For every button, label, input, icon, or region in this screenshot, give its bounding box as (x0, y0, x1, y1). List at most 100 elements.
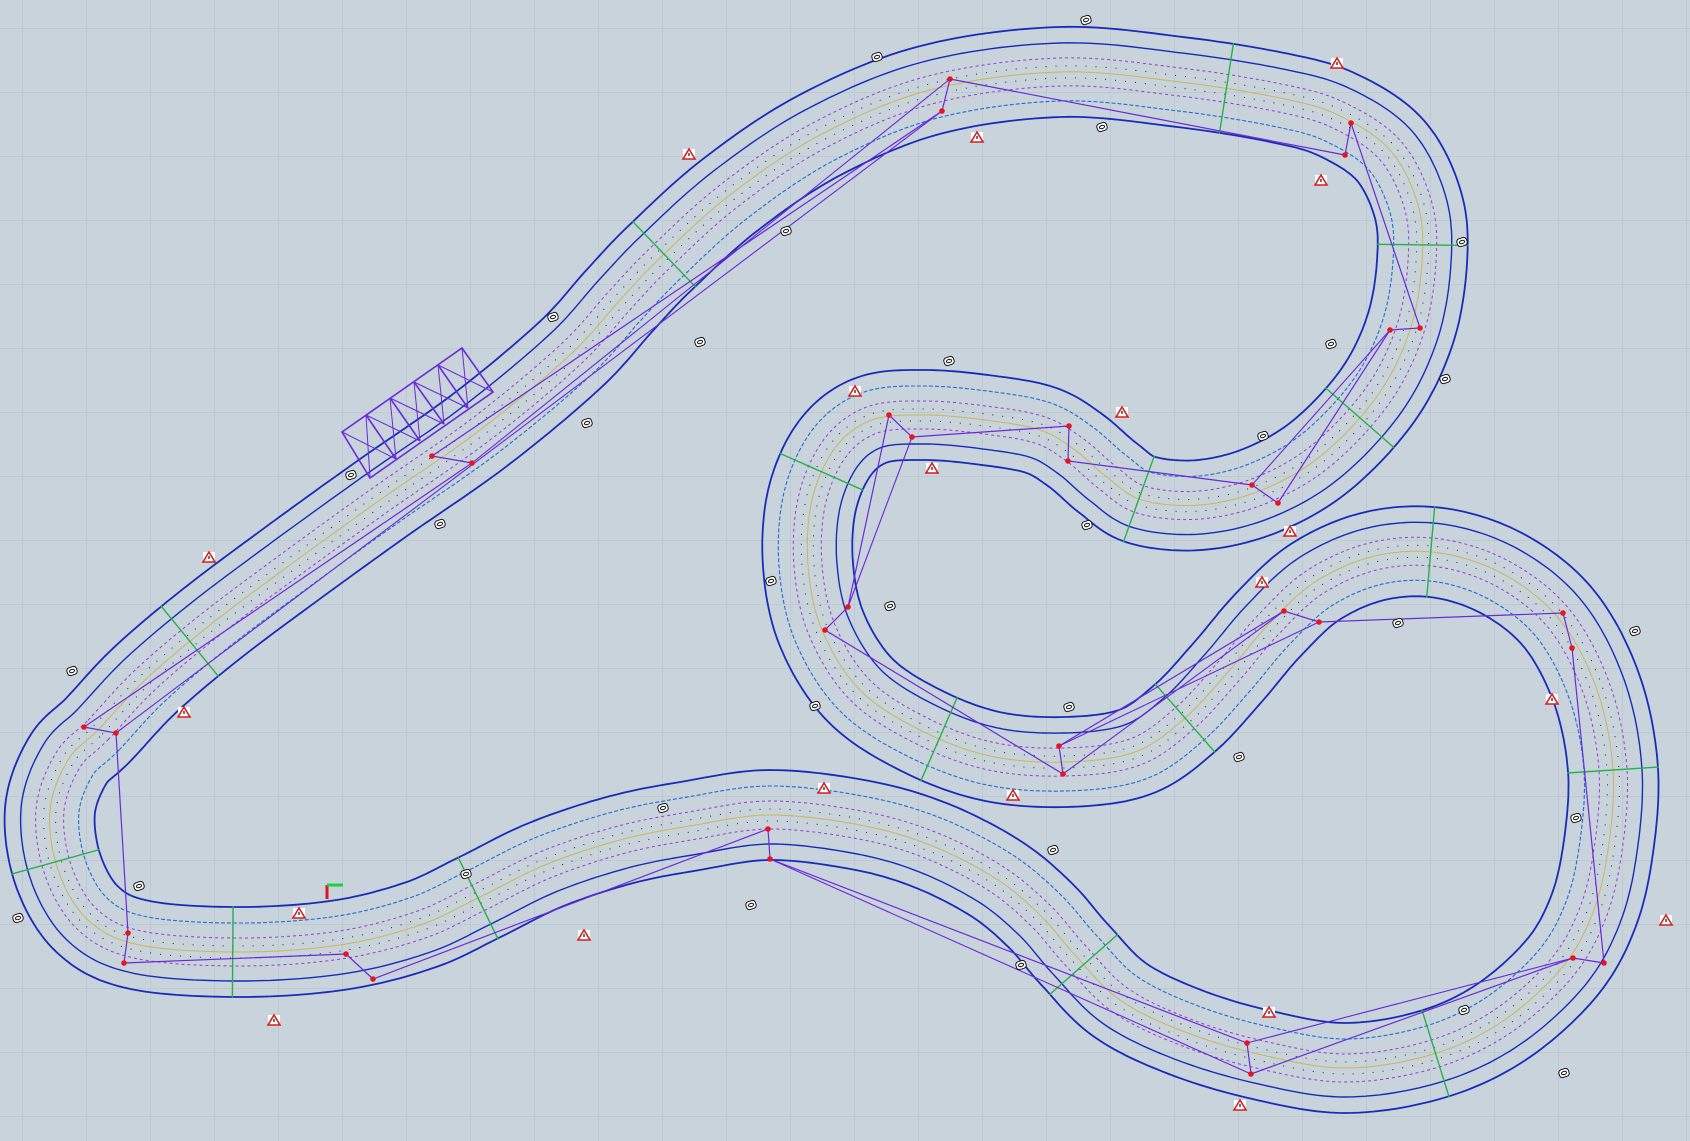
track-node-label[interactable] (1456, 236, 1468, 248)
warning-triangle-icon[interactable] (1313, 173, 1329, 186)
control-node[interactable] (370, 976, 376, 982)
track-node-label[interactable] (884, 600, 896, 612)
track-node-label[interactable] (1015, 959, 1027, 971)
origin-axis-gizmo[interactable] (325, 883, 343, 899)
track-node-label[interactable] (66, 665, 78, 677)
control-node[interactable] (1348, 120, 1354, 126)
control-node[interactable] (1560, 610, 1566, 616)
warning-triangle-icon[interactable] (1261, 1005, 1277, 1018)
track-node-label[interactable] (780, 225, 792, 237)
track-node-label[interactable] (1081, 519, 1093, 531)
control-node[interactable] (909, 434, 915, 440)
control-node[interactable] (1249, 482, 1255, 488)
warning-triangle-icon[interactable] (1282, 524, 1298, 537)
warning-triangle-icon[interactable] (1232, 1098, 1248, 1111)
track-node-label[interactable] (1439, 373, 1451, 385)
warning-triangle-icon[interactable] (681, 147, 697, 160)
track-node-label[interactable] (547, 311, 559, 323)
node-labels[interactable] (12, 14, 1641, 1079)
control-node[interactable] (429, 453, 435, 459)
track-node-label[interactable] (943, 355, 955, 367)
warning-triangle-icon[interactable] (1005, 788, 1021, 801)
warning-triangle-icon[interactable] (816, 781, 832, 794)
control-node[interactable] (121, 960, 127, 966)
track-node-label[interactable] (1325, 338, 1337, 350)
warning-triangle-icon[interactable] (576, 928, 592, 941)
control-node[interactable] (886, 412, 892, 418)
track-node-label[interactable] (745, 899, 757, 911)
control-node[interactable] (1570, 955, 1576, 961)
track-node-label[interactable] (1570, 812, 1582, 824)
track-node-label[interactable] (12, 912, 24, 924)
control-node[interactable] (767, 856, 773, 862)
track-node-label[interactable] (1392, 617, 1404, 629)
track-node-label[interactable] (871, 51, 883, 63)
control-node[interactable] (1060, 771, 1066, 777)
control-node[interactable] (469, 460, 475, 466)
control-node[interactable] (822, 627, 828, 633)
control-node[interactable] (1569, 645, 1575, 651)
control-node[interactable] (1601, 960, 1607, 966)
control-node[interactable] (1342, 152, 1348, 158)
control-node[interactable] (1056, 743, 1062, 749)
warning-triangle-icon[interactable] (201, 550, 217, 563)
warning-triangle-icon[interactable] (1544, 692, 1560, 705)
control-node[interactable] (1275, 500, 1281, 506)
control-node[interactable] (113, 730, 119, 736)
control-node[interactable] (939, 108, 945, 114)
track-node-label[interactable] (133, 880, 145, 892)
warning-triangle-icon[interactable] (1114, 405, 1130, 418)
track-node-label[interactable] (657, 802, 669, 814)
control-node[interactable] (765, 826, 771, 832)
warning-triangle-icon[interactable] (969, 130, 985, 143)
control-node[interactable] (1248, 1071, 1254, 1077)
control-node[interactable] (1066, 423, 1072, 429)
control-node[interactable] (947, 76, 953, 82)
control-node[interactable] (1387, 327, 1393, 333)
control-link (1062, 610, 1285, 775)
track-node-label[interactable] (345, 469, 357, 481)
warning-triangle-icon[interactable] (1254, 575, 1270, 588)
control-node[interactable] (81, 724, 87, 730)
control-node[interactable] (1281, 608, 1287, 614)
track-node-label[interactable] (1096, 121, 1108, 133)
track-node-label[interactable] (581, 417, 593, 429)
track-node-label[interactable] (1047, 844, 1059, 856)
track-node-label[interactable] (1233, 751, 1245, 763)
control-node[interactable] (845, 604, 851, 610)
warning-triangle-icon[interactable] (1658, 913, 1674, 926)
control-node[interactable] (1417, 325, 1423, 331)
node-label-mark (811, 703, 819, 709)
control-node[interactable] (1065, 458, 1071, 464)
warning-triangle-icon[interactable] (847, 384, 863, 397)
track-node-label[interactable] (694, 336, 706, 348)
track-node-label[interactable] (1257, 430, 1269, 442)
warning-triangle-icon[interactable] (924, 461, 940, 474)
control-node[interactable] (343, 951, 349, 957)
node-label-mark (1083, 522, 1091, 528)
race-track[interactable] (3, 25, 1660, 1114)
warning-triangle-icon[interactable] (176, 705, 192, 718)
track-node-label[interactable] (1629, 625, 1641, 637)
hazard-markers[interactable] (176, 56, 1674, 1111)
warning-triangle-icon[interactable] (1329, 56, 1345, 69)
track-node-label[interactable] (434, 518, 446, 530)
track-node-label[interactable] (460, 868, 472, 880)
node-label-bubble (1063, 701, 1075, 713)
control-node[interactable] (1316, 619, 1322, 625)
track-node-label[interactable] (809, 700, 821, 712)
control-node[interactable] (125, 930, 131, 936)
track-node-label[interactable] (1080, 14, 1092, 26)
pit-building[interactable] (340, 346, 495, 480)
node-label-bubble (345, 469, 357, 481)
track-node-label[interactable] (765, 575, 777, 587)
track-node-label[interactable] (1063, 701, 1075, 713)
control-nodes[interactable] (81, 76, 1607, 1077)
track-node-label[interactable] (1558, 1067, 1570, 1079)
warning-triangle-icon[interactable] (291, 906, 307, 919)
warning-triangle-icon[interactable] (266, 1013, 282, 1026)
control-node[interactable] (1244, 1040, 1250, 1046)
track-node-label[interactable] (1458, 1004, 1470, 1016)
